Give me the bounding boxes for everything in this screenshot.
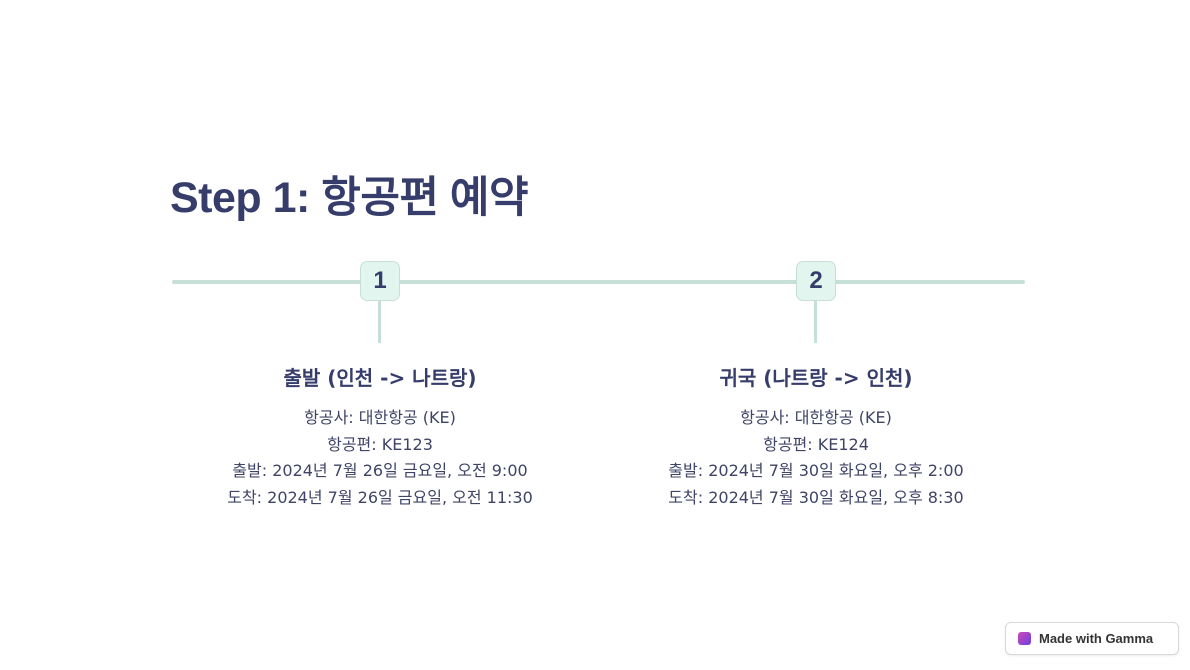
airline: 항공사: 대한항공 (KE) (740, 408, 892, 427)
timeline-connector-1 (378, 300, 381, 343)
departure-time: 출발: 2024년 7월 26일 금요일, 오전 9:00 (232, 461, 528, 480)
timeline-line (172, 280, 1025, 284)
gamma-logo-icon (1018, 632, 1031, 645)
departure-card: 출발 (인천 -> 나트랑) 항공사: 대한항공 (KE) 항공편: KE123… (170, 362, 590, 511)
return-card: 귀국 (나트랑 -> 인천) 항공사: 대한항공 (KE) 항공편: KE124… (606, 362, 1026, 511)
made-with-gamma-label: Made with Gamma (1039, 631, 1154, 646)
arrival-time: 도착: 2024년 7월 26일 금요일, 오전 11:30 (227, 487, 533, 507)
timeline-connector-2 (814, 300, 817, 343)
made-with-gamma-button[interactable]: Made with Gamma (1005, 622, 1179, 655)
step-number-1: 1 (360, 261, 400, 301)
card-heading: 귀국 (나트랑 -> 인천) (719, 366, 913, 390)
step-number-2: 2 (796, 261, 836, 301)
card-heading: 출발 (인천 -> 나트랑) (283, 366, 477, 390)
departure-time: 출발: 2024년 7월 30일 화요일, 오후 2:00 (668, 461, 964, 480)
flight-number: 항공편: KE123 (327, 434, 433, 454)
arrival-time: 도착: 2024년 7월 30일 화요일, 오후 8:30 (668, 487, 964, 507)
flight-number: 항공편: KE124 (763, 434, 869, 454)
airline: 항공사: 대한항공 (KE) (304, 408, 456, 427)
page-title: Step 1: 항공편 예약 (170, 174, 529, 222)
